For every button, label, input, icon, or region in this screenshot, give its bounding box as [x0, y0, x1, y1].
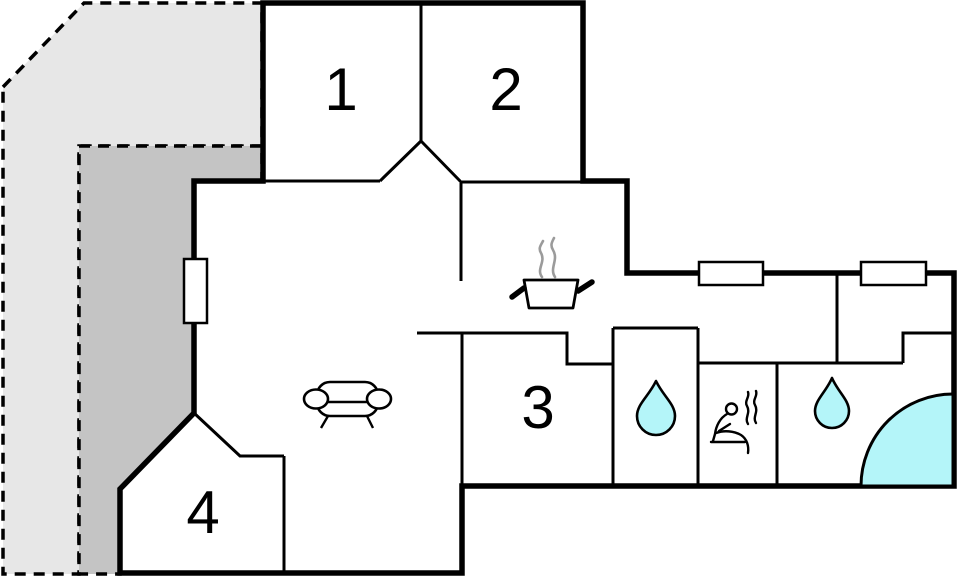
sauna-person-leg	[714, 430, 750, 455]
sauna-person-arm	[717, 422, 732, 433]
sofa-icon	[302, 380, 393, 429]
water-drop-icon	[635, 379, 677, 437]
steam-icon	[550, 236, 557, 279]
sauna-person-torso	[711, 412, 729, 443]
door-swing-lines	[378, 139, 464, 185]
window-marker	[697, 260, 765, 287]
sauna-person-icon	[709, 389, 758, 455]
room-2-label: 2	[489, 56, 522, 123]
sauna-steam-icon	[752, 389, 758, 425]
interior-walls	[192, 3, 954, 573]
window-marker	[859, 260, 928, 287]
corner-bathtub-icon	[859, 392, 955, 488]
steam-icon	[538, 239, 545, 279]
pot-handles	[509, 279, 595, 300]
pot-body	[522, 278, 580, 310]
sofa-armrest	[302, 388, 330, 410]
sauna-person-head	[724, 402, 739, 416]
water-drop-icon	[813, 376, 851, 430]
room-1-label: 1	[324, 56, 357, 123]
window-marker	[182, 257, 209, 325]
sofa-armrest	[365, 388, 393, 410]
room-4-label: 4	[186, 479, 219, 546]
room-3-label: 3	[521, 374, 554, 441]
sofa-legs	[319, 415, 375, 429]
cooking-pot-icon	[509, 236, 595, 310]
sauna-steam-icon	[744, 390, 750, 426]
